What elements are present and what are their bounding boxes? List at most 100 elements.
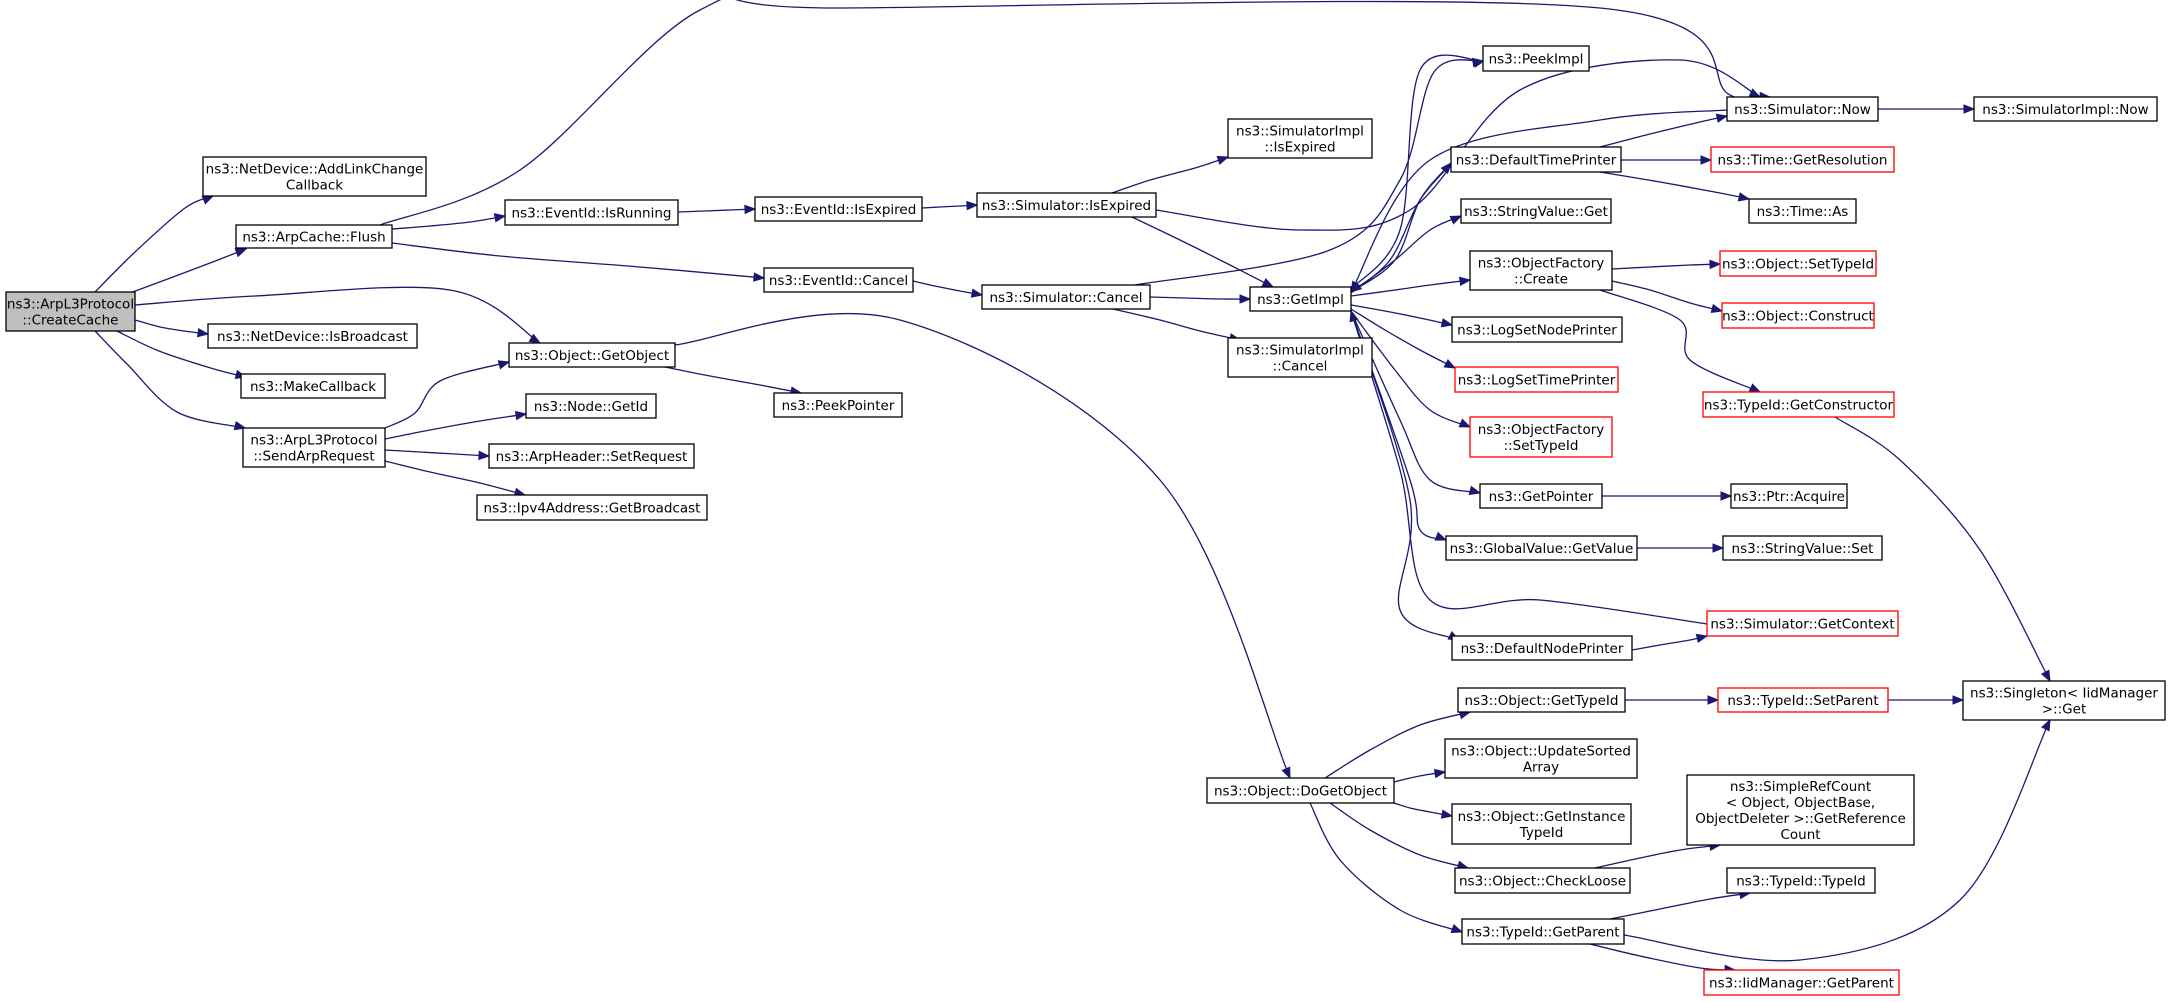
node-sendArpRequest[interactable]: ns3::ArpL3Protocol::SendArpRequest [242,427,386,468]
node-arpCacheFlush[interactable]: ns3::ArpCache::Flush [235,224,393,249]
node-makeCallback[interactable]: ns3::MakeCallback [240,373,386,399]
arrowhead [1468,485,1482,495]
node-eventIsExpired[interactable]: ns3::EventId::IsExpired [754,196,923,222]
arrowhead [478,450,491,461]
arrowhead [1239,294,1252,304]
arrowhead [1440,809,1454,819]
node-objectFactoryCreate[interactable]: ns3::ObjectFactory::Create [1469,250,1613,291]
node-factorySetTypeId[interactable]: ns3::ObjectFactory::SetTypeId [1469,416,1613,458]
node-typeIdGetParent[interactable]: ns3::TypeId::GetParent [1461,918,1625,945]
node-timeAs[interactable]: ns3::Time::As [1748,198,1857,224]
node-label-line: ns3::EventId::Cancel [769,273,908,289]
node-stringValueSet[interactable]: ns3::StringValue::Set [1722,535,1883,561]
arrowhead [1963,104,1976,114]
node-peekImpl[interactable]: ns3::PeekImpl [1482,45,1590,72]
node-getPointer[interactable]: ns3::GetPointer [1479,483,1603,509]
node-peekPointer[interactable]: ns3::PeekPointer [773,392,903,418]
node-label-line: ns3::Object::GetTypeId [1465,693,1619,709]
arrowhead [493,213,507,223]
arrowhead [528,333,542,344]
node-isRunning[interactable]: ns3::EventId::IsRunning [504,199,679,226]
node-label-line: ns3::EventId::IsExpired [761,202,917,218]
node-getBroadcast[interactable]: ns3::Ipv4Address::GetBroadcast [476,494,708,521]
node-box [981,284,1151,310]
node-iidGetParent[interactable]: ns3::IidManager::GetParent [1703,969,1900,996]
node-singletonGet[interactable]: ns3::Singleton< IidManager >::Get [1962,680,2166,721]
node-getConstructor[interactable]: ns3::TypeId::GetConstructor [1702,391,1895,418]
node-typeIdSetParent[interactable]: ns3::TypeId::SetParent [1717,687,1889,713]
node-objSetTypeId[interactable]: ns3::Object::SetTypeId [1719,250,1877,277]
node-label-line: ns3::Object::SetTypeId [1722,257,1874,273]
edge-objectFactoryCreate-to-objConstruct [1611,280,1724,314]
node-label-line: ns3::TypeId::GetConstructor [1704,398,1894,414]
node-getReferenceCount[interactable]: ns3::SimpleRefCount< Object, ObjectBase,… [1686,774,1915,846]
node-getTypeId[interactable]: ns3::Object::GetTypeId [1457,687,1626,713]
arrowhead [1709,259,1722,270]
node-label-line: ns3::Object::CheckLoose [1459,874,1626,890]
node-defaultTimePrinter[interactable]: ns3::DefaultTimePrinter [1450,146,1622,173]
node-implIsExpired[interactable]: ns3::SimulatorImpl::IsExpired [1227,118,1373,159]
arrowhead [1952,695,1965,705]
node-implCancel[interactable]: ns3::SimulatorImpl::Cancel [1227,337,1373,378]
arrowhead [1458,418,1472,428]
arrowhead [744,204,757,215]
node-implNow[interactable]: ns3::SimulatorImpl::Now [1973,96,2158,122]
node-setRequest[interactable]: ns3::ArpHeader::SetRequest [488,443,695,469]
node-label-line: ::IsExpired [1264,140,1335,156]
node-doGetObject[interactable]: ns3::Object::DoGetObject [1206,777,1395,804]
node-logSetTimePrinter[interactable]: ns3::LogSetTimePrinter [1454,366,1619,393]
node-isBroadcast[interactable]: ns3::NetDevice::IsBroadcast [207,323,418,349]
edge-createCache-to-addLinkChange [94,195,215,293]
node-box [1451,803,1632,845]
node-box [1451,316,1623,343]
arrowhead [1443,358,1457,369]
node-getObject[interactable]: ns3::Object::GetObject [508,342,676,368]
node-label-line: ns3::ArpL3Protocol [250,433,377,449]
node-getImpl[interactable]: ns3::GetImpl [1249,286,1352,312]
edge-simNow-to-getImpl [1350,109,1728,294]
node-globalGetValue[interactable]: ns3::GlobalValue::GetValue [1445,535,1638,561]
node-objConstruct[interactable]: ns3::Object::Construct [1721,302,1875,329]
node-label-line: ns3::SimulatorImpl [1236,343,1364,359]
node-getResolution[interactable]: ns3::Time::GetResolution [1710,146,1895,173]
node-defaultNodePrinter[interactable]: ns3::DefaultNodePrinter [1451,635,1633,661]
node-box [1457,687,1626,713]
node-getContext[interactable]: ns3::Simulator::GetContext [1706,610,1899,637]
node-box [1451,635,1633,661]
node-label-line: < Object, ObjectBase, [1726,795,1875,811]
node-simCancel[interactable]: ns3::Simulator::Cancel [981,284,1151,310]
arrowhead [966,200,979,211]
node-nodeGetId[interactable]: ns3::Node::GetId [525,393,657,419]
arrowhead [497,360,511,370]
node-createCache[interactable]: ns3::ArpL3Protocol::CreateCache [5,291,136,332]
node-label-line: ns3::Time::GetResolution [1717,153,1887,169]
node-logSetNodePrinter[interactable]: ns3::LogSetNodePrinter [1451,316,1623,343]
node-simNow[interactable]: ns3::Simulator::Now [1726,96,1879,122]
node-box [754,196,923,222]
node-label-line: ns3::Ptr::Acquire [1733,489,1845,505]
arrowhead [2040,669,2051,683]
node-label-line: ns3::GlobalValue::GetValue [1450,541,1634,557]
edge-defaultNodePrinter-to-getContext [1631,633,1709,651]
edge-simCancel-to-implCancel [1112,308,1242,343]
node-ptrAcquire[interactable]: ns3::Ptr::Acquire [1730,483,1848,509]
arrowhead [1737,192,1751,202]
node-checkLoose[interactable]: ns3::Object::CheckLoose [1454,867,1631,894]
node-stringValueGet[interactable]: ns3::StringValue::Get [1460,198,1612,224]
arrowhead [201,195,215,205]
node-box [1249,286,1352,312]
node-label-line: ns3::DefaultTimePrinter [1456,153,1617,169]
arrowhead [1216,155,1230,165]
node-label-line: ns3::Object::GetInstance [1458,809,1626,825]
node-typeIdTypeId[interactable]: ns3::TypeId::TypeId [1726,867,1876,894]
node-box [240,373,386,399]
edge-getTypeId-to-typeIdSetParent [1625,695,1720,705]
node-eventCancel[interactable]: ns3::EventId::Cancel [763,267,914,293]
node-box [763,267,914,293]
node-simIsExpired[interactable]: ns3::Simulator::IsExpired [976,192,1157,218]
node-box [1482,45,1590,72]
